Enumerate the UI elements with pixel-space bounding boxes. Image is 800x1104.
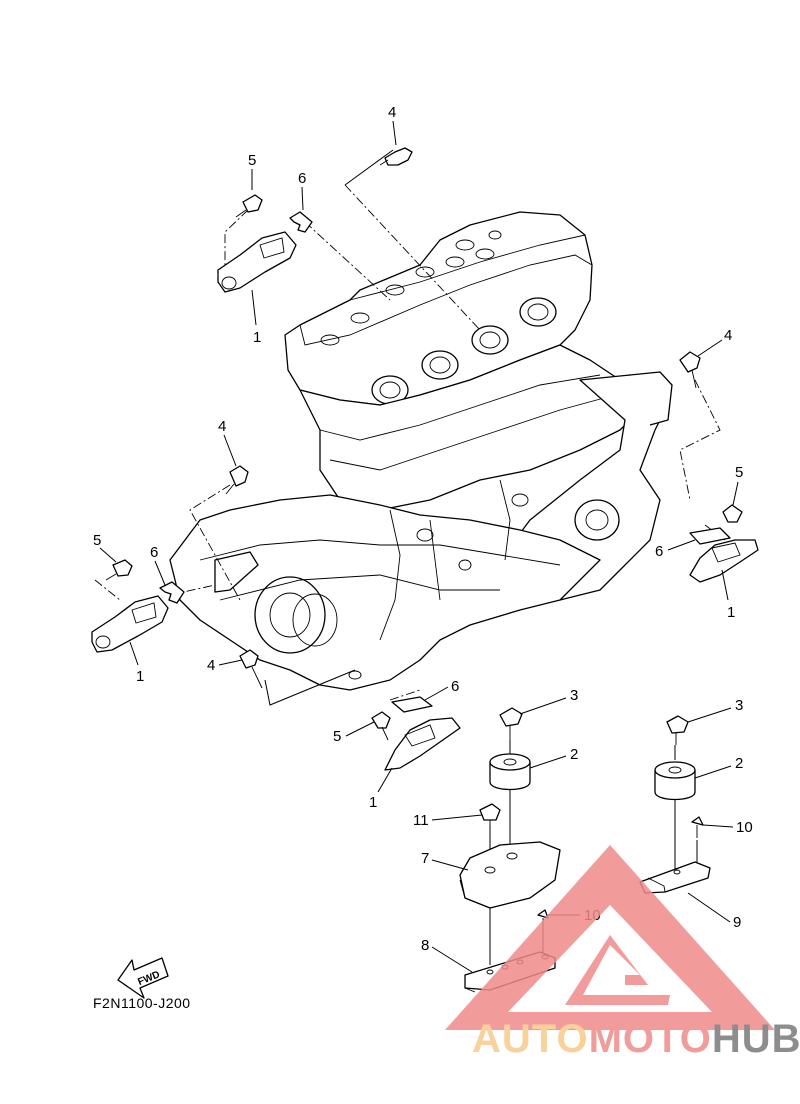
mount-1-top — [217, 231, 297, 293]
bolt-11 — [479, 803, 501, 838]
watermark-moto: MOTO — [589, 1017, 712, 1061]
plate-7 — [459, 841, 561, 909]
callout-3-mid: 3 — [570, 687, 578, 704]
damper-2-right — [654, 761, 696, 801]
watermark-auto: AUTO — [472, 1017, 589, 1061]
watermark-triangle — [445, 845, 775, 1030]
callout-5-lower: 5 — [333, 728, 341, 745]
fwd-arrow: FWD — [117, 957, 169, 999]
damper-2-mid — [489, 753, 531, 791]
bolt-4-left — [225, 465, 249, 495]
collar-6-top — [289, 211, 313, 233]
callout-labels: 4 5 6 1 4 5 6 1 4 5 6 1 4 6 5 1 3 2 — [93, 104, 753, 973]
drawing-code: F2N1100-J200 — [93, 995, 191, 1011]
callout-5-top: 5 — [248, 152, 256, 169]
bolt-3-right — [666, 715, 689, 745]
mount-1-right — [689, 539, 759, 583]
watermark-hub: HUB — [712, 1017, 800, 1061]
callout-1-top: 1 — [253, 329, 261, 346]
bolt-4-right — [679, 351, 701, 389]
bolt-4-top — [379, 147, 413, 166]
callout-6-lower: 6 — [451, 678, 459, 695]
callout-6-top: 6 — [298, 170, 306, 187]
callout-4-lower: 4 — [207, 657, 215, 674]
callout-4-right: 4 — [724, 327, 732, 344]
callout-1-right: 1 — [727, 604, 735, 621]
bolt-4-lower — [239, 649, 263, 689]
callout-11: 11 — [413, 812, 429, 829]
callout-2-mid: 2 — [570, 746, 578, 763]
bolt-5-right — [722, 504, 743, 523]
mount-1-lower — [384, 717, 461, 771]
callout-1-left: 1 — [136, 668, 144, 685]
collar-6-lower — [391, 696, 433, 713]
svg-text:AUTOMOTOHUB: AUTOMOTOHUB — [472, 1017, 800, 1061]
callout-5-right: 5 — [735, 464, 743, 481]
callout-8: 8 — [421, 937, 429, 954]
callout-3-right: 3 — [735, 697, 743, 714]
bolt-5-top — [235, 194, 263, 218]
callout-4-left: 4 — [218, 418, 226, 435]
collar-6-right — [689, 527, 731, 545]
bolt-3-mid — [499, 707, 523, 740]
spark-plug-caps — [371, 297, 557, 405]
watermark: AUTOMOTOHUB — [445, 845, 800, 1061]
callout-10-right: 10 — [736, 819, 753, 836]
callout-6-left: 6 — [150, 544, 158, 561]
leader-lines — [94, 149, 726, 965]
callout-2-right: 2 — [735, 755, 743, 772]
callout-1-lower: 1 — [369, 794, 377, 811]
callout-9: 9 — [733, 914, 741, 931]
callout-6-right: 6 — [655, 543, 663, 560]
mount-1-left — [91, 595, 169, 653]
bolt-5-left — [105, 559, 133, 581]
callout-7: 7 — [421, 850, 429, 867]
collar-6-left — [159, 581, 185, 604]
bolt-5-lower — [371, 711, 391, 741]
callout-5-left: 5 — [93, 532, 101, 549]
bolt-10-right — [691, 816, 704, 838]
engine-block — [169, 211, 673, 691]
callout-4-top: 4 — [388, 104, 396, 121]
